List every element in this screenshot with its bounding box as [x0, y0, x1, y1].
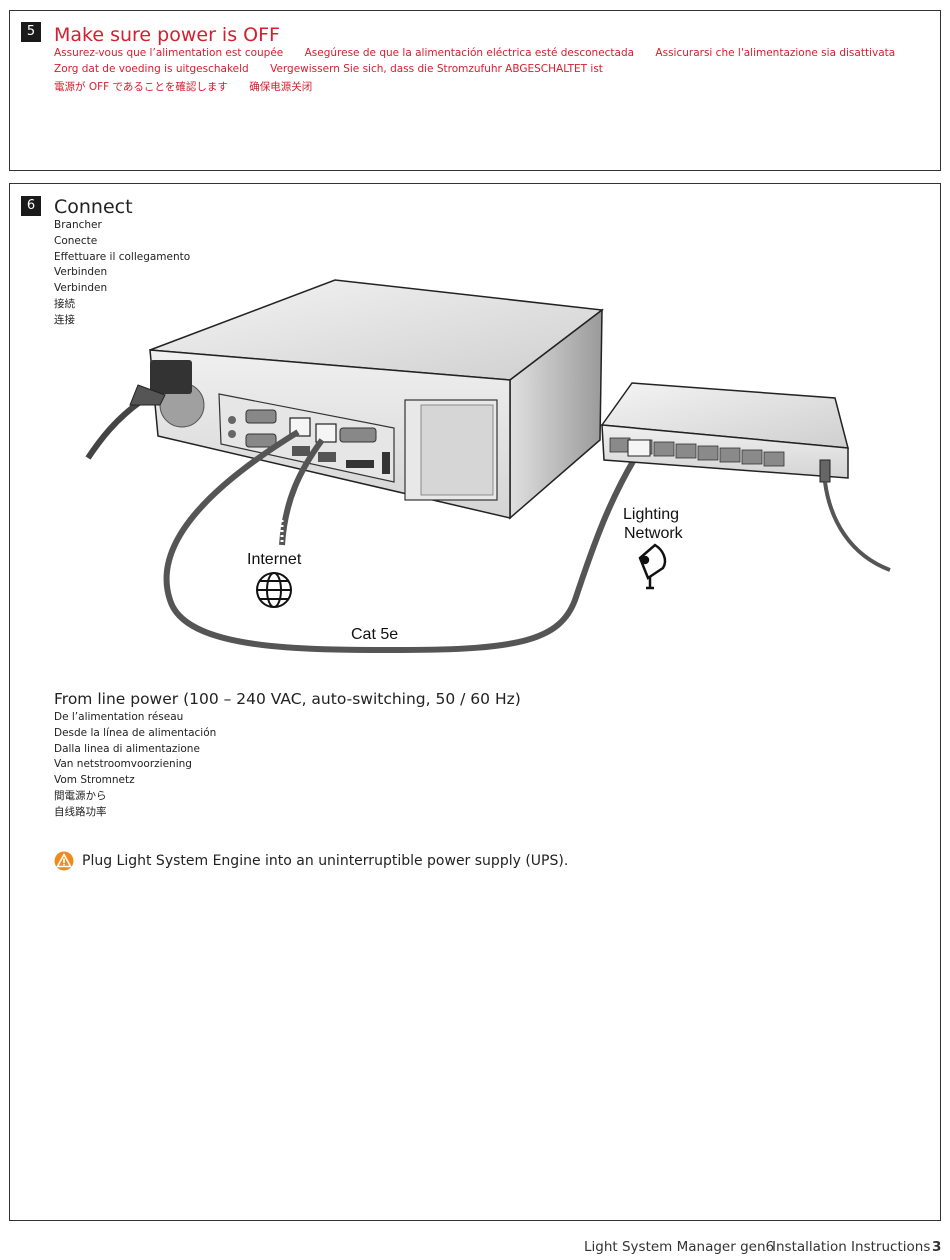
translation-es: Desde la línea de alimentación	[54, 726, 217, 739]
translation-fr: Brancher	[54, 219, 102, 231]
step-5-translations-row-1: Assurez-vous que l’alimentation est coup…	[54, 47, 913, 59]
translation-zh: 自线路功率	[54, 805, 107, 818]
internet-label: Internet	[247, 551, 302, 568]
translation-zh: 连接	[54, 313, 75, 326]
translation-fr: De l’alimentation réseau	[54, 711, 184, 723]
footer-page-number: 3	[932, 1239, 942, 1255]
step-6-panel	[9, 183, 941, 1221]
step-5-translations-row-2: Zorg dat de voeding is uitgeschakeld Ver…	[54, 63, 621, 75]
power-cord	[85, 399, 142, 460]
switch-power-cord	[823, 481, 891, 572]
step-6-translations: Brancher Conecte Effettuare il collegame…	[54, 218, 190, 329]
translation-ja: 電源が OFF であることを確認します	[54, 81, 228, 93]
translation-de: Verbinden	[54, 282, 108, 295]
translation-de: Vom Stromnetz	[54, 774, 135, 787]
power-translations: De l’alimentation réseau Desde la línea …	[54, 710, 216, 821]
cat5e-cable	[163, 429, 638, 654]
translation-zh: 确保电源关闭	[249, 81, 313, 93]
step-5-translations-row-3: 電源が OFF であることを確認します 确保电源关闭	[54, 79, 330, 94]
translation-de: Vergewissern Sie sich, dass die Stromzuf…	[270, 63, 603, 75]
step-5-number: 5	[21, 22, 41, 42]
translation-nl: Van netstroomvoorziening	[54, 758, 192, 771]
translation-nl: Zorg dat de voeding is uitgeschakeld	[54, 63, 249, 75]
lighting-label-line-1: Lighting	[623, 506, 679, 523]
step-5-title: Make sure power is OFF	[54, 24, 280, 46]
power-title: From line power (100 – 240 VAC, auto-swi…	[54, 690, 521, 708]
step-5-panel	[9, 10, 941, 171]
translation-ja: 接続	[54, 297, 75, 310]
spotlight-icon	[638, 543, 667, 590]
globe-icon	[256, 572, 292, 608]
footer-doc: Installation Instructions	[772, 1239, 931, 1255]
translation-it: Dalla linea di alimentazione	[54, 742, 200, 755]
translation-it: Assicurarsi che l'alimentazione sia disa…	[655, 47, 896, 59]
warning-icon	[54, 851, 74, 871]
ups-warning: Plug Light System Engine into an uninter…	[54, 851, 568, 871]
footer-product: Light System Manager gen6	[584, 1239, 775, 1255]
translation-es: Conecte	[54, 234, 98, 247]
network-switch	[600, 382, 849, 483]
step-6-number: 6	[21, 196, 41, 216]
connection-diagram: Internet Lighting Network Cat 5e	[85, 279, 891, 654]
cat5e-label: Cat 5e	[351, 626, 398, 643]
lighting-label-line-2: Network	[624, 525, 684, 542]
translation-ja: 間電源から	[54, 789, 107, 802]
translation-fr: Assurez-vous que l’alimentation est coup…	[54, 47, 284, 59]
computer-chassis	[129, 279, 604, 520]
step-6-title: Connect	[54, 196, 133, 218]
translation-it: Effettuare il collegamento	[54, 250, 191, 263]
translation-es: Asegúrese de que la alimentación eléctri…	[304, 47, 635, 59]
translation-nl: Verbinden	[54, 266, 108, 279]
warning-text: Plug Light System Engine into an uninter…	[82, 853, 569, 869]
